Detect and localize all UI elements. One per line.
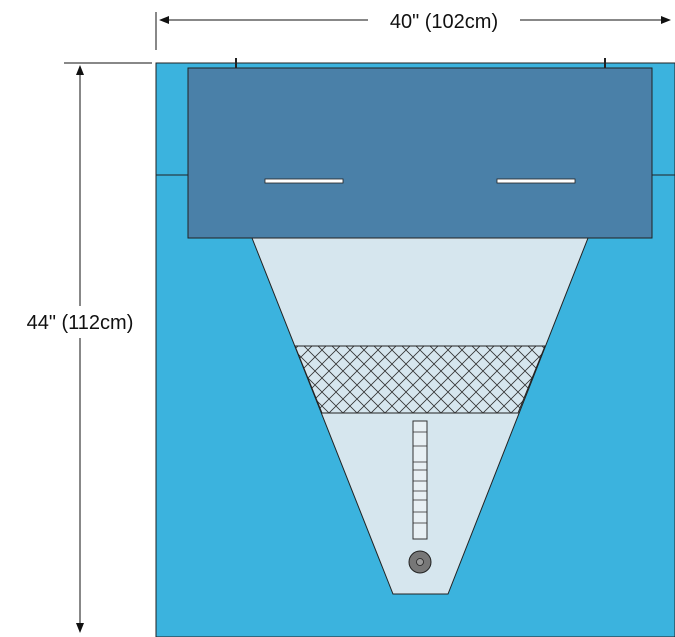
drain-port [408, 550, 432, 574]
height-label: 44" (112cm) [27, 312, 134, 334]
slit-left [264, 178, 344, 184]
mesh-screen-pattern [294, 345, 546, 414]
width-label: 40" (102cm) [390, 11, 498, 33]
collection-pouch [251, 237, 589, 595]
upper-panel [187, 67, 653, 239]
height-dimension: 44" (112cm) [27, 62, 152, 633]
graduation-scale [412, 420, 428, 540]
width-dimension: 40" (102cm) [155, 11, 671, 50]
slit-right [496, 178, 576, 184]
